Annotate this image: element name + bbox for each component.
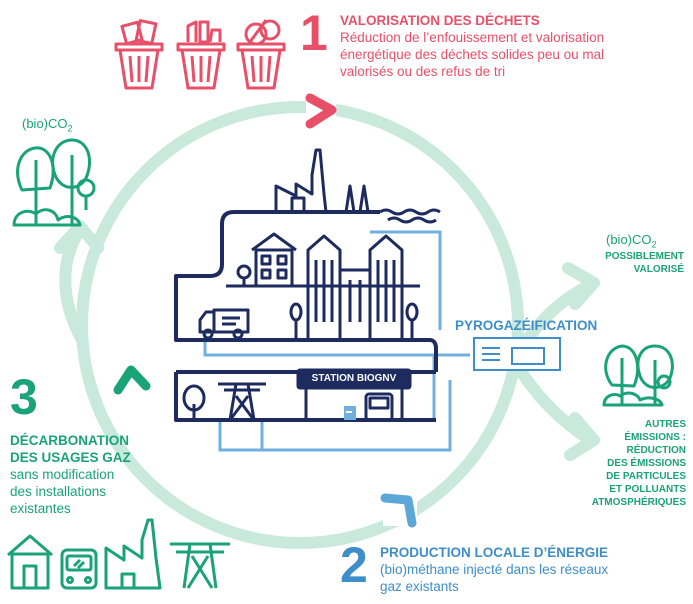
- trash-bin-icon: [236, 19, 286, 90]
- fuel-pump-icon: [344, 406, 356, 420]
- tree-icon: [12, 138, 96, 227]
- house-icon: [7, 534, 53, 590]
- co2-right-note: POSSIBLEMENT VALORISÉ: [605, 251, 684, 275]
- step-1-title: VALORISATION DES DÉCHETS: [340, 13, 540, 28]
- step-2-number: 2: [340, 537, 368, 593]
- step-1-number: 1: [300, 5, 328, 61]
- tree-icon: [602, 344, 674, 407]
- step-3-text: DÉCARBONATION DES USAGES GAZ sans modifi…: [10, 433, 131, 516]
- arrow-3-icon: [113, 365, 151, 395]
- step-1-line: énergétique des déchets solides peu ou m…: [340, 47, 605, 62]
- cycle-ring: [76, 101, 524, 549]
- step-1-line: valorisés ou des refus de tri: [340, 64, 506, 79]
- step-1-text: VALORISATION DES DÉCHETS Réduction de l’…: [340, 12, 604, 80]
- co2-right-label: (bio)CO2: [606, 232, 657, 250]
- arrow-2-icon: [380, 493, 417, 528]
- step-2-text: PRODUCTION LOCALE D’ÉNERGIE (bio)méthane…: [380, 545, 609, 594]
- bus-icon: [60, 548, 98, 590]
- pyro-label: PYROGAZÉIFICATION: [455, 318, 598, 333]
- step-1-line: Réduction de l’enfouissement et valorisa…: [340, 30, 605, 45]
- city-illustration: [174, 148, 561, 452]
- trash-bin-icon: [114, 19, 164, 90]
- trash-bin-icon: [176, 20, 226, 90]
- other-emissions-text: AUTRES ÉMISSIONS : RÉDUCTION DES ÉMISSIO…: [591, 419, 686, 508]
- arrow-1-icon: [305, 93, 337, 129]
- factory-icon: [104, 518, 162, 590]
- station-label: STATION BIOGNV: [311, 373, 397, 384]
- pylon-icon: [170, 542, 230, 589]
- step-3-number: 3: [10, 369, 38, 425]
- co2-left-label: (bio)CO2: [22, 116, 73, 134]
